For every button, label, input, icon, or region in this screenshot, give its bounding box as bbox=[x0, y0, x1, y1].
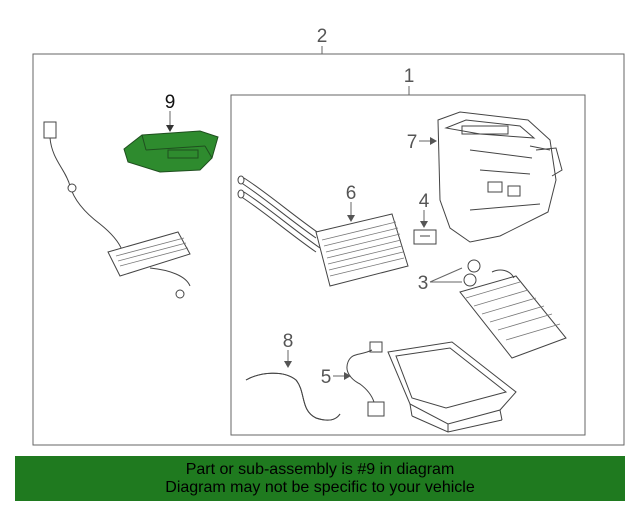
leader-5-arrow bbox=[344, 372, 351, 380]
leader-8-arrow bbox=[284, 361, 292, 368]
small-heater-element bbox=[107, 231, 191, 277]
part-5-sensor-wire[interactable] bbox=[346, 341, 385, 417]
leader-6-arrow bbox=[347, 215, 355, 222]
lower-case-tray[interactable] bbox=[387, 341, 517, 433]
callout-7[interactable]: 7 bbox=[407, 132, 418, 153]
banner-line-1: Part or sub-assembly is #9 in diagram bbox=[185, 461, 455, 478]
evaporator-core[interactable] bbox=[459, 269, 567, 359]
part-8-drain-hose[interactable] bbox=[245, 372, 341, 421]
part-3-grommets[interactable] bbox=[463, 259, 481, 287]
part-7-heater-case[interactable] bbox=[437, 111, 563, 243]
banner-line-2: Diagram may not be specific to your vehi… bbox=[165, 479, 475, 496]
callout-3[interactable]: 3 bbox=[418, 273, 429, 294]
leader-4-arrow bbox=[420, 221, 428, 228]
leader-9-arrow bbox=[166, 125, 174, 132]
callout-2[interactable]: 2 bbox=[317, 26, 328, 47]
assembly-frame-outer bbox=[32, 53, 625, 446]
wiring-harness-left bbox=[43, 121, 191, 299]
leader-7-arrow bbox=[430, 137, 437, 145]
assembly-frame-inner bbox=[230, 94, 586, 436]
callout-1[interactable]: 1 bbox=[404, 66, 415, 87]
callout-6[interactable]: 6 bbox=[346, 183, 357, 204]
part-9-control-module[interactable] bbox=[123, 130, 219, 173]
callout-4[interactable]: 4 bbox=[419, 191, 430, 212]
callout-9[interactable]: 9 bbox=[165, 92, 176, 113]
part-6-heater-core[interactable] bbox=[237, 175, 409, 287]
info-banner: Part or sub-assembly is #9 in diagram Di… bbox=[15, 456, 625, 501]
callout-5[interactable]: 5 bbox=[321, 367, 332, 388]
part-4-clip[interactable] bbox=[413, 229, 437, 245]
leader-3a bbox=[429, 267, 463, 283]
callout-8[interactable]: 8 bbox=[283, 331, 294, 352]
